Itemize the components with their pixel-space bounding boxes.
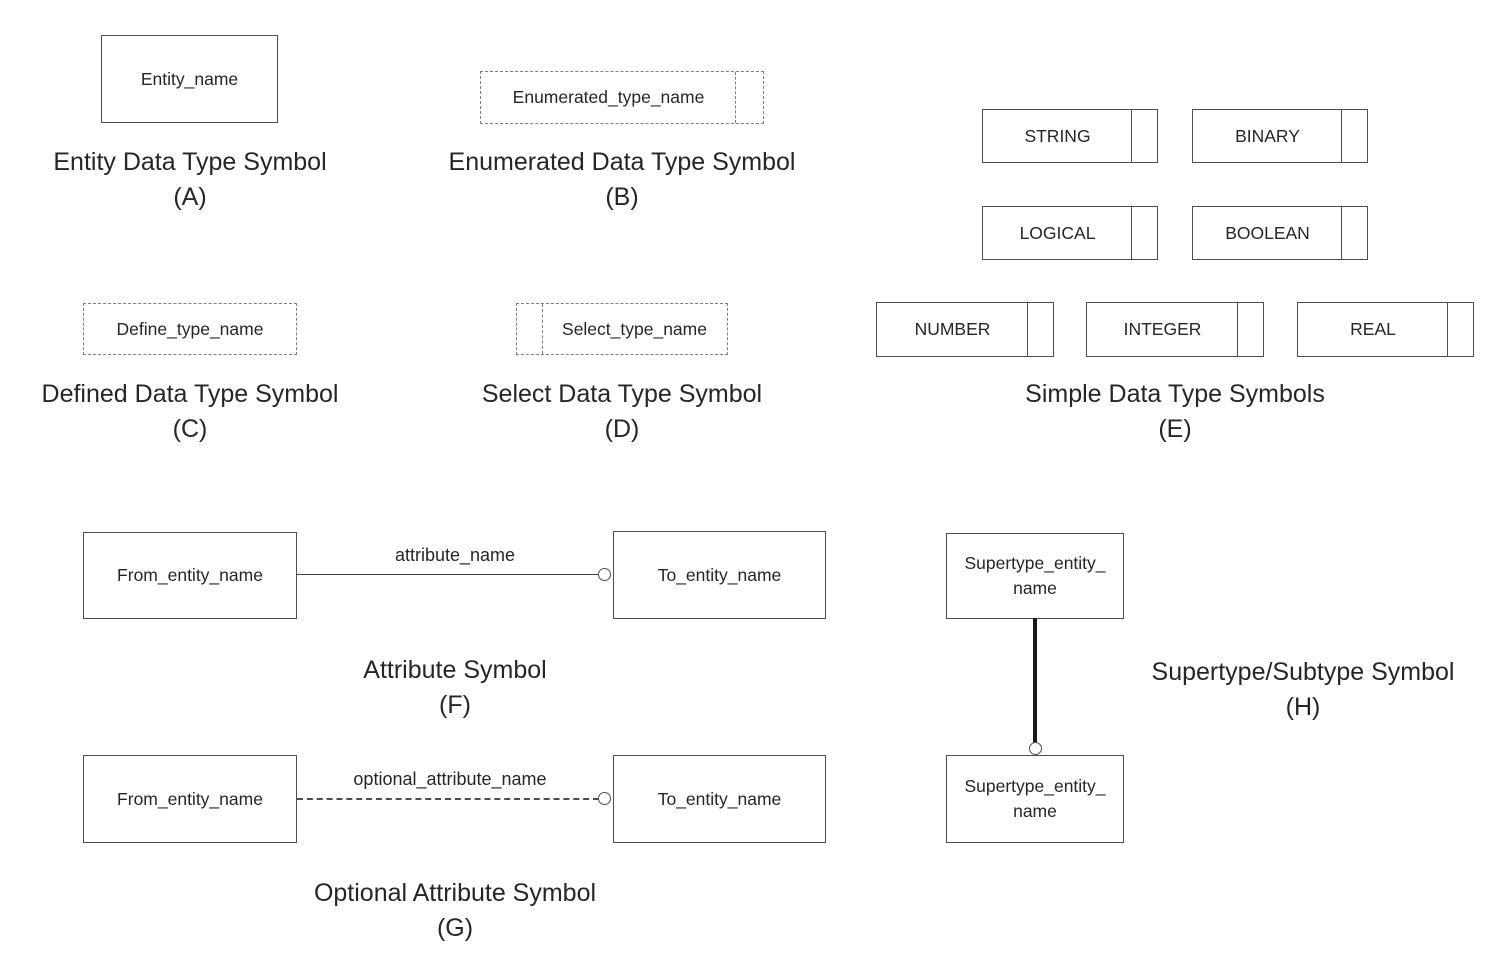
optional-attribute-to-entity-label: To_entity_name (657, 788, 782, 809)
entity-type-caption: Entity Data Type Symbol (A) (0, 145, 380, 215)
defined-type-caption-letter: (C) (172, 415, 208, 443)
supertype-open-circle-terminator (1029, 742, 1042, 755)
optional-attribute-line (297, 798, 599, 800)
simple-type-box-string: STRING (982, 109, 1158, 163)
attribute-caption: Attribute Symbol (F) (265, 653, 645, 723)
supertype-subtype-caption-text: Supertype/Subtype Symbol (1151, 658, 1455, 686)
optional-attribute-caption-letter: (G) (436, 914, 474, 942)
attribute-line (297, 574, 599, 575)
subtype-entity-label: Supertype_entity_ name (964, 774, 1105, 824)
simple-type-compartment-divider (1131, 110, 1157, 162)
optional-attribute-line-label: optional_attribute_name (353, 769, 547, 789)
supertype-entity-label-line1: Supertype_entity_ (964, 553, 1106, 573)
attribute-to-entity-box: To_entity_name (613, 531, 826, 619)
subtype-entity-box: Supertype_entity_ name (946, 755, 1124, 843)
simple-type-label-boolean: BOOLEAN (1225, 222, 1310, 243)
attribute-to-entity-label: To_entity_name (657, 564, 782, 585)
simple-type-label-integer: INTEGER (1123, 319, 1202, 339)
simple-type-compartment-divider (1341, 110, 1367, 162)
simple-type-compartment-divider (1237, 303, 1263, 356)
select-type-caption-letter: (D) (604, 415, 640, 443)
enumerated-type-caption-text: Enumerated Data Type Symbol (448, 148, 796, 176)
defined-type-caption: Defined Data Type Symbol (C) (0, 377, 380, 447)
simple-types-caption: Simple Data Type Symbols (E) (985, 377, 1365, 447)
simple-type-compartment-divider (1447, 303, 1473, 356)
subtype-entity-label-line2: name (1013, 801, 1057, 821)
subtype-entity-label-line1: Supertype_entity_ (964, 776, 1106, 796)
supertype-entity-label-line2: name (1013, 578, 1057, 598)
defined-type-caption-text: Defined Data Type Symbol (41, 380, 339, 408)
simple-type-compartment-divider (1131, 207, 1157, 259)
supertype-subtype-caption-letter: (H) (1285, 693, 1321, 721)
select-type-caption: Select Data Type Symbol (D) (432, 377, 812, 447)
enumerated-type-box-label: Enumerated_type_name (512, 87, 705, 107)
simple-types-caption-text: Simple Data Type Symbols (1025, 380, 1325, 408)
entity-type-caption-letter: (A) (173, 183, 207, 211)
optional-attribute-caption-text: Optional Attribute Symbol (313, 879, 597, 907)
simple-type-label-binary: BINARY (1235, 125, 1300, 146)
simple-type-label-logical: LOGICAL (1019, 222, 1096, 243)
optional-attribute-from-entity-box: From_entity_name (83, 755, 297, 843)
supertype-connector-line (1033, 618, 1037, 744)
select-type-compartment-divider (517, 304, 543, 354)
entity-type-box-label: Entity_name (140, 68, 239, 89)
entity-type-caption-text: Entity Data Type Symbol (53, 148, 327, 176)
simple-type-label-real: REAL (1350, 319, 1396, 339)
simple-type-box-real: REAL (1297, 302, 1474, 357)
simple-type-box-integer: INTEGER (1086, 302, 1264, 357)
optional-attribute-open-circle-terminator (598, 792, 611, 805)
enumerated-type-caption: Enumerated Data Type Symbol (B) (432, 145, 812, 215)
simple-type-box-binary: BINARY (1192, 109, 1368, 163)
select-type-caption-text: Select Data Type Symbol (481, 380, 763, 408)
defined-type-box: Define_type_name (83, 303, 297, 355)
simple-type-compartment-divider (1027, 303, 1053, 356)
simple-type-label-number: NUMBER (914, 319, 991, 339)
simple-types-caption-letter: (E) (1158, 415, 1192, 443)
attribute-from-entity-box: From_entity_name (83, 532, 297, 619)
supertype-entity-label: Supertype_entity_ name (964, 551, 1105, 601)
attribute-open-circle-terminator (598, 568, 611, 581)
defined-type-box-label: Define_type_name (116, 318, 264, 339)
simple-type-box-number: NUMBER (876, 302, 1054, 357)
attribute-caption-text: Attribute Symbol (363, 656, 547, 684)
simple-type-box-logical: LOGICAL (982, 206, 1158, 260)
entity-type-box: Entity_name (101, 35, 278, 123)
simple-type-box-boolean: BOOLEAN (1192, 206, 1368, 260)
optional-attribute-from-entity-label: From_entity_name (117, 788, 263, 809)
attribute-line-label: attribute_name (394, 545, 516, 565)
optional-attribute-caption: Optional Attribute Symbol (G) (265, 876, 645, 946)
attribute-caption-letter: (F) (439, 691, 471, 719)
supertype-subtype-caption: Supertype/Subtype Symbol (H) (1113, 655, 1493, 725)
attribute-from-entity-label: From_entity_name (117, 565, 263, 585)
enumerated-type-compartment-divider (735, 72, 763, 123)
enumerated-type-caption-letter: (B) (605, 183, 639, 211)
enumerated-type-box: Enumerated_type_name (480, 71, 764, 124)
simple-type-label-string: STRING (1024, 125, 1091, 146)
select-type-box: Select_type_name (516, 303, 728, 355)
supertype-entity-box: Supertype_entity_ name (946, 533, 1124, 619)
select-type-box-label: Select_type_name (562, 318, 707, 339)
optional-attribute-to-entity-box: To_entity_name (613, 755, 826, 843)
simple-type-compartment-divider (1341, 207, 1367, 259)
